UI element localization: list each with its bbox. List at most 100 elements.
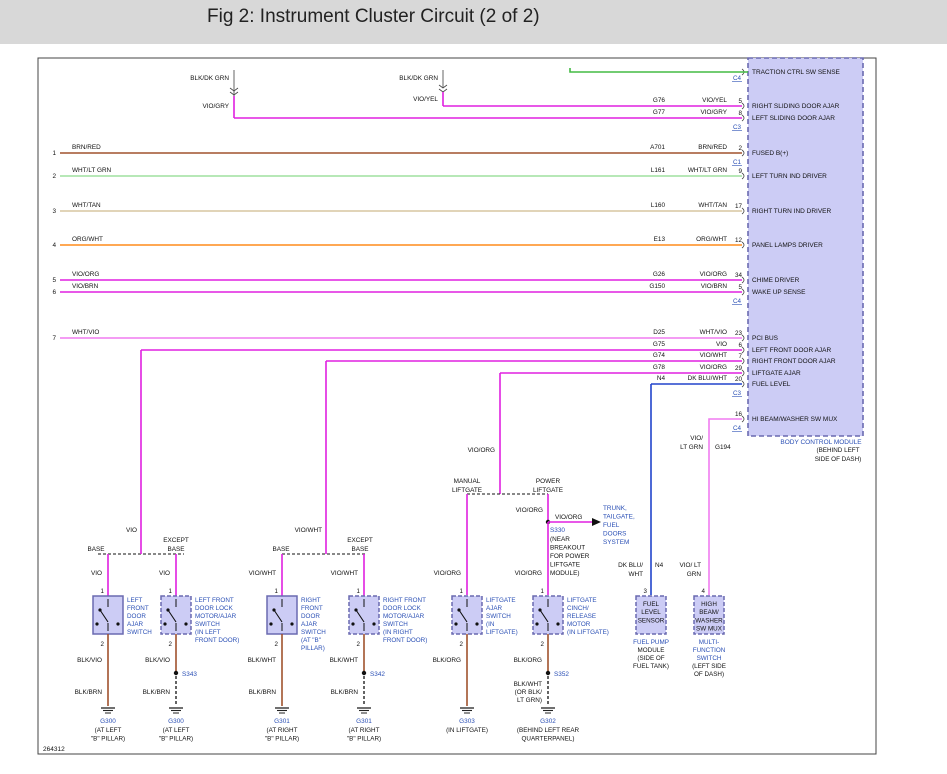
switch-contact bbox=[535, 622, 539, 626]
pin-number: 1 bbox=[460, 588, 464, 595]
component-note: SWITCH bbox=[697, 655, 722, 662]
switch-contact bbox=[116, 622, 120, 626]
wire-color-label: ORG/WHT bbox=[72, 236, 103, 243]
circuit-label: A701 bbox=[650, 144, 665, 151]
component-note: (SIDE OF bbox=[637, 655, 664, 662]
bcm-pin-number: 12 bbox=[735, 237, 743, 244]
bcm-pin-label: TRACTION CTRL SW SENSE bbox=[752, 69, 841, 76]
wire-color-label: BLK/BRN bbox=[331, 689, 359, 696]
component-label: SW MUX bbox=[696, 626, 723, 633]
ground-note: "B" PILLAR) bbox=[265, 736, 299, 743]
wire-color-label: WHT/LT GRN bbox=[688, 167, 728, 174]
bcm-pin-label: LEFT SLIDING DOOR AJAR bbox=[752, 115, 835, 122]
component-label: RELEASE bbox=[567, 613, 596, 620]
circuit-label: G150 bbox=[649, 283, 665, 290]
component-label: LEFT bbox=[127, 597, 143, 604]
wire-color-label: VIO/ORG bbox=[516, 507, 543, 514]
bcm-pin-label: LEFT TURN IND DRIVER bbox=[752, 173, 827, 180]
branch-label: BASE bbox=[351, 546, 368, 553]
splice-note: MODULE) bbox=[550, 570, 579, 577]
bcm-note: SIDE OF DASH) bbox=[815, 456, 862, 463]
component-label: AJAR bbox=[127, 621, 144, 628]
splice-note: BREAKOUT bbox=[550, 545, 585, 552]
connector-pin-icon bbox=[741, 276, 745, 284]
wire-color-label: BLK/BRN bbox=[75, 689, 103, 696]
component-note: (LEFT SIDE bbox=[692, 663, 726, 670]
bcm-pin-label: LIFTGATE AJAR bbox=[752, 370, 801, 377]
switch-contact bbox=[556, 622, 560, 626]
wire-color-label: DK BLU/WHT bbox=[688, 375, 728, 382]
component-label: LEFT FRONT bbox=[195, 597, 234, 604]
branch-label: BASE bbox=[167, 546, 184, 553]
connector-label: C4 bbox=[733, 425, 742, 432]
bcm-name: BODY CONTROL MODULE bbox=[780, 439, 862, 446]
component-label: WASHER bbox=[695, 617, 723, 624]
connector-pin-icon bbox=[741, 357, 745, 365]
wire-color-label: ORG/WHT bbox=[696, 236, 727, 243]
pin-number: 1 bbox=[275, 588, 279, 595]
switch-contact bbox=[163, 622, 167, 626]
wire-color-label: (OR BLK/ bbox=[515, 689, 543, 696]
pin-number: 2 bbox=[101, 641, 105, 648]
connector-label: C3 bbox=[733, 390, 742, 397]
wire-color-label: VIO/YEL bbox=[702, 97, 727, 104]
ground-label: G301 bbox=[274, 718, 290, 725]
component-label: FRONT DOOR) bbox=[195, 637, 239, 644]
switch-icon bbox=[99, 609, 109, 623]
circuit-label: G78 bbox=[653, 364, 666, 371]
connector-pin-icon bbox=[741, 207, 745, 215]
circuit-label: N4 bbox=[655, 562, 664, 569]
branch-label: POWER bbox=[536, 478, 561, 485]
branch-label: BASE bbox=[87, 546, 104, 553]
wire-color-label: BLK/DK GRN bbox=[190, 75, 229, 82]
component-note: FUNCTION bbox=[693, 647, 726, 654]
bcm-pin-number: 2 bbox=[738, 145, 742, 152]
circuit-label: G194 bbox=[715, 444, 731, 451]
switch-icon bbox=[355, 609, 365, 623]
wire-color-label: WHT/TAN bbox=[72, 202, 101, 209]
pin-number: 3 bbox=[644, 588, 648, 595]
component-label: FRONT bbox=[127, 605, 149, 612]
ground-label: G300 bbox=[168, 718, 184, 725]
wire-color-label: WHT bbox=[628, 571, 643, 578]
switch-contact bbox=[95, 622, 99, 626]
ground-note: "B" PILLAR) bbox=[159, 736, 193, 743]
ground-note: (AT LEFT bbox=[95, 727, 122, 734]
pin-number: 1 bbox=[357, 588, 361, 595]
circuit-label: N4 bbox=[657, 375, 666, 382]
component-note: FUEL PUMP bbox=[633, 639, 669, 646]
bcm-pin-label: FUEL LEVEL bbox=[752, 381, 791, 388]
component-label: CINCH/ bbox=[567, 605, 589, 612]
bcm-note: (BEHIND LEFT bbox=[816, 447, 859, 454]
wire-number: 5 bbox=[52, 277, 56, 284]
system-link: TRUNK, bbox=[603, 505, 627, 512]
sensor-box bbox=[693, 595, 725, 635]
switch-contact bbox=[98, 608, 102, 612]
wire-color-label: VIO bbox=[91, 570, 102, 577]
wire-color-label: VIO/GRY bbox=[202, 103, 229, 110]
wire-color-label: BLK/WHT bbox=[330, 657, 359, 664]
pin-number: 1 bbox=[169, 588, 173, 595]
connector-pin-icon bbox=[741, 415, 745, 423]
component-label: SENSOR bbox=[638, 617, 665, 624]
pin-number: 1 bbox=[541, 588, 545, 595]
component-label: (IN bbox=[486, 621, 495, 628]
diagram-frame bbox=[37, 57, 877, 755]
wire-color-label: VIO/BRN bbox=[701, 283, 728, 290]
switch-contact bbox=[166, 608, 170, 612]
circuit-label: G76 bbox=[653, 97, 666, 104]
bcm-module-box bbox=[747, 57, 864, 437]
ground-note: QUARTERPANEL) bbox=[522, 736, 575, 743]
wire-color-label: LT GRN) bbox=[517, 697, 542, 704]
component-label: FRONT bbox=[301, 605, 323, 612]
ground-label: G303 bbox=[459, 718, 475, 725]
bcm-pin-label: RIGHT FRONT DOOR AJAR bbox=[752, 358, 836, 365]
switch-contact bbox=[475, 622, 479, 626]
component-label: MOTOR/AJAR bbox=[383, 613, 425, 620]
figure-id: 264312 bbox=[43, 746, 65, 753]
wire-number: 1 bbox=[52, 150, 56, 157]
connector-label: C4 bbox=[733, 75, 742, 82]
connector-label: C4 bbox=[733, 298, 742, 305]
splice-dot bbox=[173, 670, 179, 676]
